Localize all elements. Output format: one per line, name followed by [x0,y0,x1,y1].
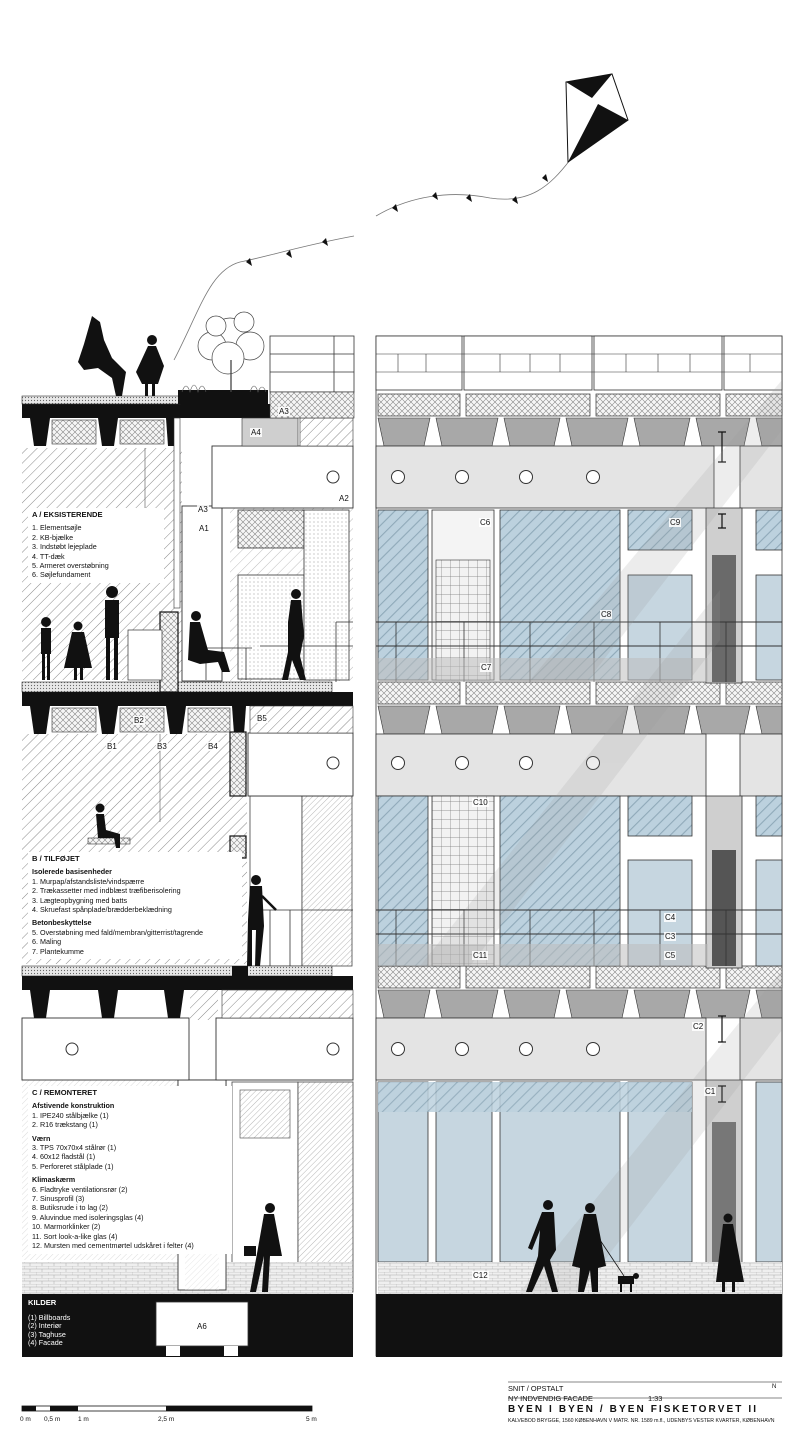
legend-sources-title: KILDER [28,1298,57,1307]
legend-c-item: 5. Perforeret stålplade (1) [32,1161,114,1171]
drawing-subtitle: NY INDVENDIG FACADE [508,1394,593,1403]
tag-a3: A3 [197,505,209,514]
legend-c-group-heading: Værn [32,1133,51,1143]
legend-c-remounted: C / REMONTERET Afstivende konstruktion 1… [28,1086,232,1254]
legend-b-item: 5. Overstøbning med fald/membran/gitterr… [32,927,203,937]
legend-b-item: 1. Murpap/afstandsliste/vindspærre [32,876,145,886]
scale-label: 0,5 m [44,1416,61,1423]
tag-c12: C12 [472,1271,489,1280]
tag-a6: A6 [196,1322,208,1331]
legend-c-item: 7. Sinusprofil (3) [32,1194,85,1204]
drawing-scale: 1:33 [648,1394,663,1403]
project-title: BYEN I BYEN / BYEN FISKETORVET II [508,1404,759,1415]
tag-c10: C10 [472,798,489,807]
legend-a-item: 6. Søjlefundament [32,570,91,580]
legend-a-item: 5. Armeret overstøbning [32,561,109,571]
legend-sources-item: (1) Billboards [28,1312,71,1322]
legend-a-item: 4. TT-dæk [32,551,65,561]
tag-c1: C1 [704,1087,717,1096]
legend-c-item: 10. Marmorklinker (2) [32,1222,101,1232]
scale-label: 1 m [78,1416,89,1423]
tag-a1: A1 [198,524,210,533]
legend-c-item: 3. TPS 70x70x4 stålrør (1) [32,1143,117,1153]
legend-sources-item: (2) Interiør [28,1321,62,1331]
tag-c9: C9 [669,518,682,527]
tag-b1: B1 [106,742,118,751]
legend-a-title: A / EKSISTERENDE [32,510,103,519]
legend-c-item: 8. Butiksrude i to lag (2) [32,1203,108,1213]
legend-sources: KILDER (1) Billboards (2) Interiør (3) T… [28,1298,158,1348]
tag-c3: C3 [664,932,677,941]
scale-label: 5 m [306,1416,317,1423]
legend-b-item: 3. Lægteopbygning med batts [32,895,128,905]
legend-sources-item: (4) Facade [28,1338,63,1348]
legend-b-title: B / TILFØJET [32,854,80,863]
tag-c11: C11 [472,951,489,960]
legend-a-item: 1. Elementsøjle [32,523,82,533]
legend-b-item: 2. Trækassetter med indblæst træfiberiso… [32,886,181,896]
drawing-type: SNIT / OPSTALT [508,1384,564,1393]
legend-sources-item: (3) Taghuse [28,1329,66,1339]
legend-a-item: 2. KB-bjælke [32,532,74,542]
legend-c-item: 9. Aluvindue med isoleringsglas (4) [32,1212,144,1222]
legend-b-group-heading: Isolerede basisenheder [32,867,112,877]
tag-c7: C7 [480,663,493,672]
tag-c8: C8 [600,610,613,619]
tag-c2: C2 [692,1022,705,1031]
legend-c-group-heading: Klimaskærm [32,1175,76,1185]
scale-label: 0 m [20,1416,31,1423]
legend-b-item: 6. Maling [32,937,62,947]
legend-c-item: 4. 60x12 fladstål (1) [32,1152,96,1162]
legend-b-item: 4. Skruefast spånplade/brædderbeklædning [32,905,172,915]
tag-a4: A4 [250,428,262,437]
legend-c-item: 2. R16 trækstang (1) [32,1120,98,1130]
tag-a2: A2 [338,494,350,503]
legend-a-item: 3. Indstøbt lejeplade [32,542,97,552]
scale-bar [21,1405,313,1412]
legend-c-title: C / REMONTERET [32,1088,97,1097]
tag-b4: B4 [207,742,219,751]
legend-b-item: 7. Plantekumme [32,946,84,956]
scale-label: 2,5 m [158,1416,175,1423]
tag-c4: C4 [664,913,677,922]
legend-c-item: 1. IPE240 stålbjælke (1) [32,1110,109,1120]
tag-c6: C6 [479,518,492,527]
legend-c-group-heading: Afstivende konstruktion [32,1101,115,1111]
legend-c-item: 12. Mursten med cementmørtel udskåret i … [32,1241,194,1251]
north-arrow-icon: N [772,1384,777,1390]
tag-b2: B2 [133,716,145,725]
legend-c-item: 6. Fladtryke ventilationsrør (2) [32,1184,128,1194]
legend-b-added: B / TILFØJET Isolerede basisenheder 1. M… [28,852,242,960]
tag-b5: B5 [256,714,268,723]
legend-c-item: 11. Sort look-a-like glas (4) [32,1231,118,1241]
project-address: KALVEBOD BRYGGE, 1560 KØBENHAVN V MATR. … [508,1418,775,1424]
legend-a-existing: A / EKSISTERENDE 1. Elementsøjle 2. KB-b… [28,508,164,583]
tag-b3: B3 [156,742,168,751]
legend-b-group-heading: Betonbeskyttelse [32,918,92,928]
tag-c5: C5 [664,951,677,960]
tag-a3: A3 [278,407,290,416]
